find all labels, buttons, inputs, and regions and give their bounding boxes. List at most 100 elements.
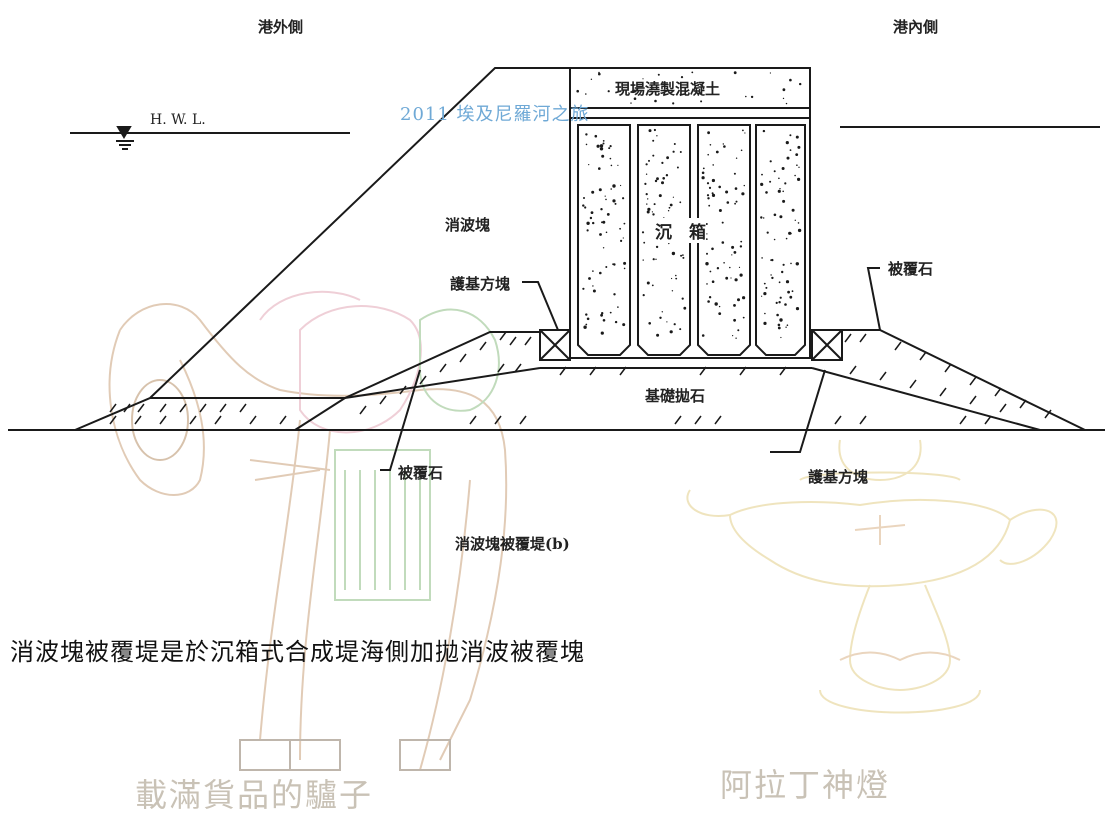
stipple-dot — [612, 184, 616, 188]
stipple-dot — [679, 201, 682, 204]
stipple-dot — [608, 147, 611, 150]
stipple-dot — [777, 323, 781, 327]
stipple-dot — [781, 270, 784, 274]
stipple-dot — [681, 297, 684, 300]
stipple-dot — [642, 259, 644, 261]
stipple-dot — [602, 319, 606, 322]
stipple-dot — [600, 331, 604, 335]
stipple-dot — [588, 164, 590, 166]
stipple-dot — [646, 210, 650, 214]
stipple-dot — [602, 140, 605, 142]
stipple-dot — [602, 142, 605, 145]
stipple-dot — [605, 231, 608, 234]
stipple-dot — [742, 296, 746, 300]
stipple-dot — [711, 193, 716, 197]
stipple-dot — [612, 199, 616, 203]
stipple-dot — [672, 102, 675, 105]
stipple-dot — [723, 262, 725, 264]
stipple-dot — [645, 193, 648, 196]
stipple-dot — [733, 251, 737, 254]
stipple-dot — [598, 167, 601, 170]
stipple-dot — [779, 188, 781, 190]
stipple-dot — [607, 90, 610, 93]
stipple-dot — [654, 179, 658, 183]
stipple-dot — [652, 154, 655, 157]
stipple-dot — [786, 324, 789, 327]
stipple-dot — [707, 197, 710, 200]
stipple-dot — [734, 278, 738, 282]
hwl-triangle-icon — [116, 126, 132, 139]
stipple-dot — [590, 211, 594, 215]
stipple-dot — [715, 150, 719, 154]
stipple-dot — [661, 161, 664, 164]
stipple-dot — [773, 213, 777, 217]
stipple-dot — [780, 336, 782, 339]
stipple-dot — [789, 134, 792, 137]
stipple-dot — [676, 166, 679, 169]
stipple-dot — [733, 71, 737, 75]
stipple-dot — [763, 321, 767, 325]
stipple-dot — [779, 318, 783, 322]
stipple-dot — [778, 301, 781, 304]
stipple-dot — [794, 174, 796, 177]
stipple-dot — [602, 247, 605, 249]
stipple-dot — [592, 289, 596, 293]
stipple-dot — [733, 172, 736, 175]
stipple-dot — [765, 286, 768, 289]
stipple-dot — [592, 285, 594, 287]
stipple-dot — [646, 203, 648, 205]
stipple-dot — [771, 258, 774, 262]
stipple-dot — [778, 281, 781, 284]
stipple-dot — [787, 290, 790, 294]
stipple-dot — [721, 221, 724, 224]
stipple-dot — [739, 245, 743, 248]
stipple-dot — [630, 102, 632, 104]
stipple-dot — [731, 245, 735, 249]
figure-title: 消波塊被覆堤(b) — [455, 535, 570, 553]
stipple-dot — [666, 321, 668, 323]
label-foot-block-left: 護基方塊 — [450, 275, 511, 293]
stipple-dot — [795, 135, 799, 139]
stipple-dot — [763, 217, 765, 219]
stipple-dot — [659, 316, 662, 319]
stipple-dot — [795, 307, 800, 311]
stipple-dot — [584, 206, 587, 209]
stipple-dot — [718, 312, 722, 315]
stipple-dot — [617, 164, 619, 166]
stipple-dot — [777, 189, 781, 193]
stipple-dot — [714, 302, 718, 306]
stipple-dot — [705, 262, 709, 266]
stipple-dot — [737, 329, 740, 332]
stipple-dot — [620, 184, 622, 187]
stipple-dot — [645, 173, 648, 175]
stipple-dot — [776, 313, 779, 317]
stipple-dot — [667, 210, 670, 212]
stipple-dot — [655, 245, 659, 249]
stipple-dot — [622, 237, 624, 239]
stipple-dot — [790, 262, 792, 265]
stipple-dot — [706, 233, 708, 235]
stipple-dot — [771, 276, 774, 280]
stipple-dot — [604, 195, 606, 197]
stipple-dot — [683, 306, 687, 310]
stipple-dot — [773, 170, 776, 173]
stipple-dot — [797, 145, 801, 149]
stipple-dot — [789, 149, 792, 152]
stipple-dot — [596, 144, 600, 148]
stipple-dot — [631, 90, 635, 94]
stipple-dot — [738, 266, 741, 268]
stipple-dot — [779, 296, 782, 299]
stipple-dot — [760, 216, 763, 219]
stipple-dot — [592, 270, 594, 272]
stipple-dot — [623, 222, 626, 225]
stipple-dot — [623, 267, 626, 270]
stipple-dot — [700, 100, 703, 103]
label-armor-stone-left: 被覆石 — [398, 464, 444, 482]
stipple-dot — [599, 144, 604, 148]
stipple-dot — [784, 182, 787, 185]
stipple-dot — [680, 76, 684, 79]
stipple-dot — [661, 311, 663, 313]
stipple-dot — [673, 323, 676, 326]
stipple-dot — [797, 222, 800, 224]
stipple-dot — [668, 206, 671, 209]
